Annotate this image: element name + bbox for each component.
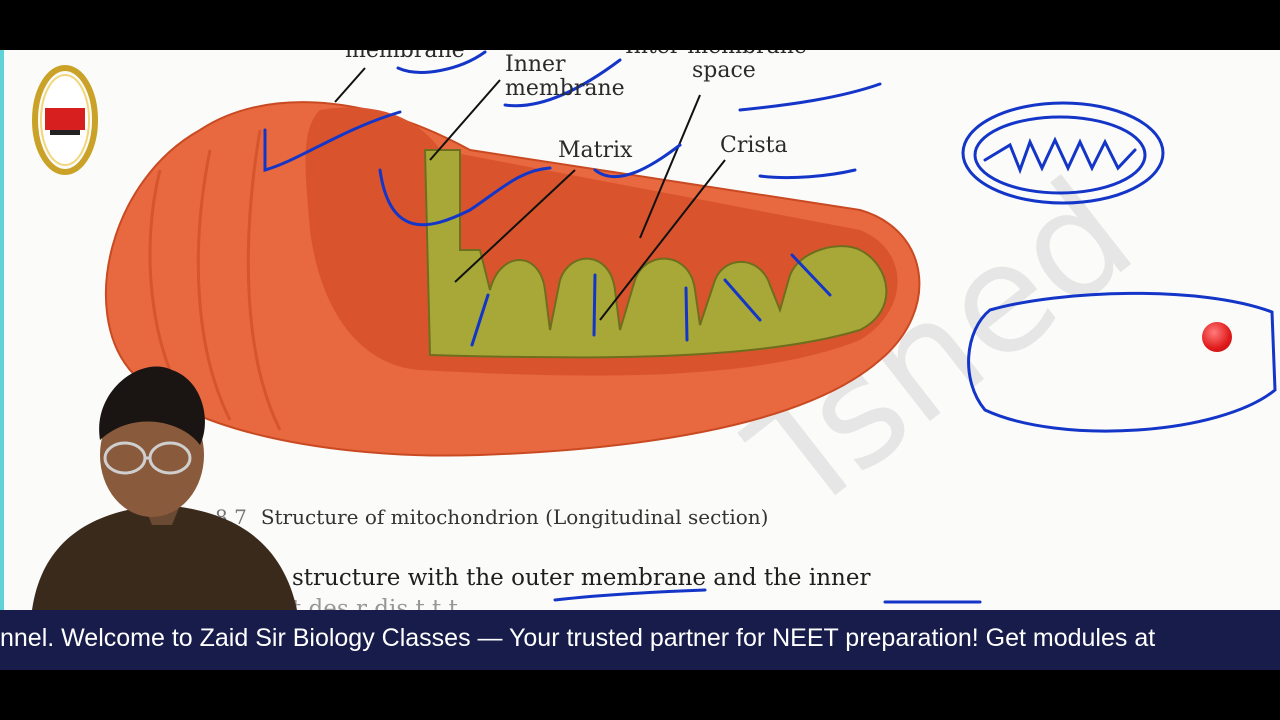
label-inter-membrane-line1: Inter membrane bbox=[625, 50, 807, 60]
figure-caption-text: Structure of mitochondrion (Longitudinal… bbox=[260, 505, 769, 529]
video-frame: Tshed bbox=[0, 50, 1280, 610]
label-inner-membrane-line2: membrane bbox=[505, 76, 625, 101]
label-inter-membrane-line2: space bbox=[692, 58, 756, 83]
label-crista: Crista bbox=[720, 133, 788, 158]
label-inner-membrane-line1: Inner bbox=[505, 52, 566, 77]
channel-logo bbox=[32, 65, 98, 175]
pen-annotations bbox=[263, 50, 1277, 604]
edge-accent bbox=[0, 50, 4, 610]
pointer-lines bbox=[334, 67, 726, 321]
matrix-folds bbox=[423, 149, 888, 359]
textbook-line-1: structure with the outer membrane and th… bbox=[292, 565, 871, 591]
presenter-webcam bbox=[32, 366, 297, 610]
ticker-banner: nnel. Welcome to Zaid Sir Biology Classe… bbox=[0, 610, 1280, 670]
label-matrix: Matrix bbox=[558, 138, 633, 163]
mitochondrion-diagram bbox=[104, 50, 1277, 604]
textbook-line-2: t des r dis t t t bbox=[292, 596, 458, 610]
pen-cursor-icon bbox=[1202, 322, 1232, 352]
bottom-letterbox bbox=[0, 670, 1280, 720]
label-outer-membrane: membrane bbox=[345, 50, 465, 63]
top-letterbox bbox=[0, 0, 1280, 50]
ticker-text: nnel. Welcome to Zaid Sir Biology Classe… bbox=[0, 624, 1156, 652]
